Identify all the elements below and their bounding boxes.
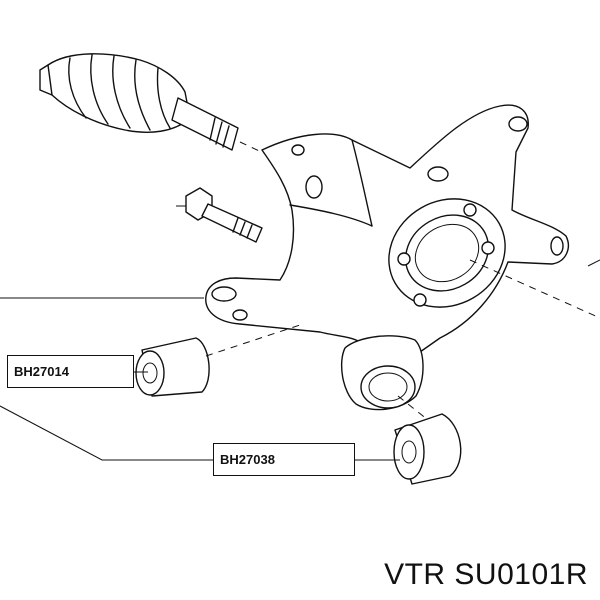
flange-bolt: [176, 187, 263, 243]
edge-tick: [587, 259, 600, 267]
bushing-bh27014: [135, 324, 301, 397]
steering-knuckle: [205, 104, 570, 364]
hub-axis-line: [469, 259, 600, 319]
bushing-bh27038: [393, 395, 462, 485]
drive-shaft: [39, 53, 301, 171]
callout-bh27014: BH27014: [7, 355, 134, 388]
callout-bh27038: BH27038: [213, 443, 355, 476]
leader-line-bh27038: [0, 405, 400, 461]
lower-bushing-eye: [340, 335, 424, 411]
product-code: VTR SU0101R: [384, 558, 588, 591]
